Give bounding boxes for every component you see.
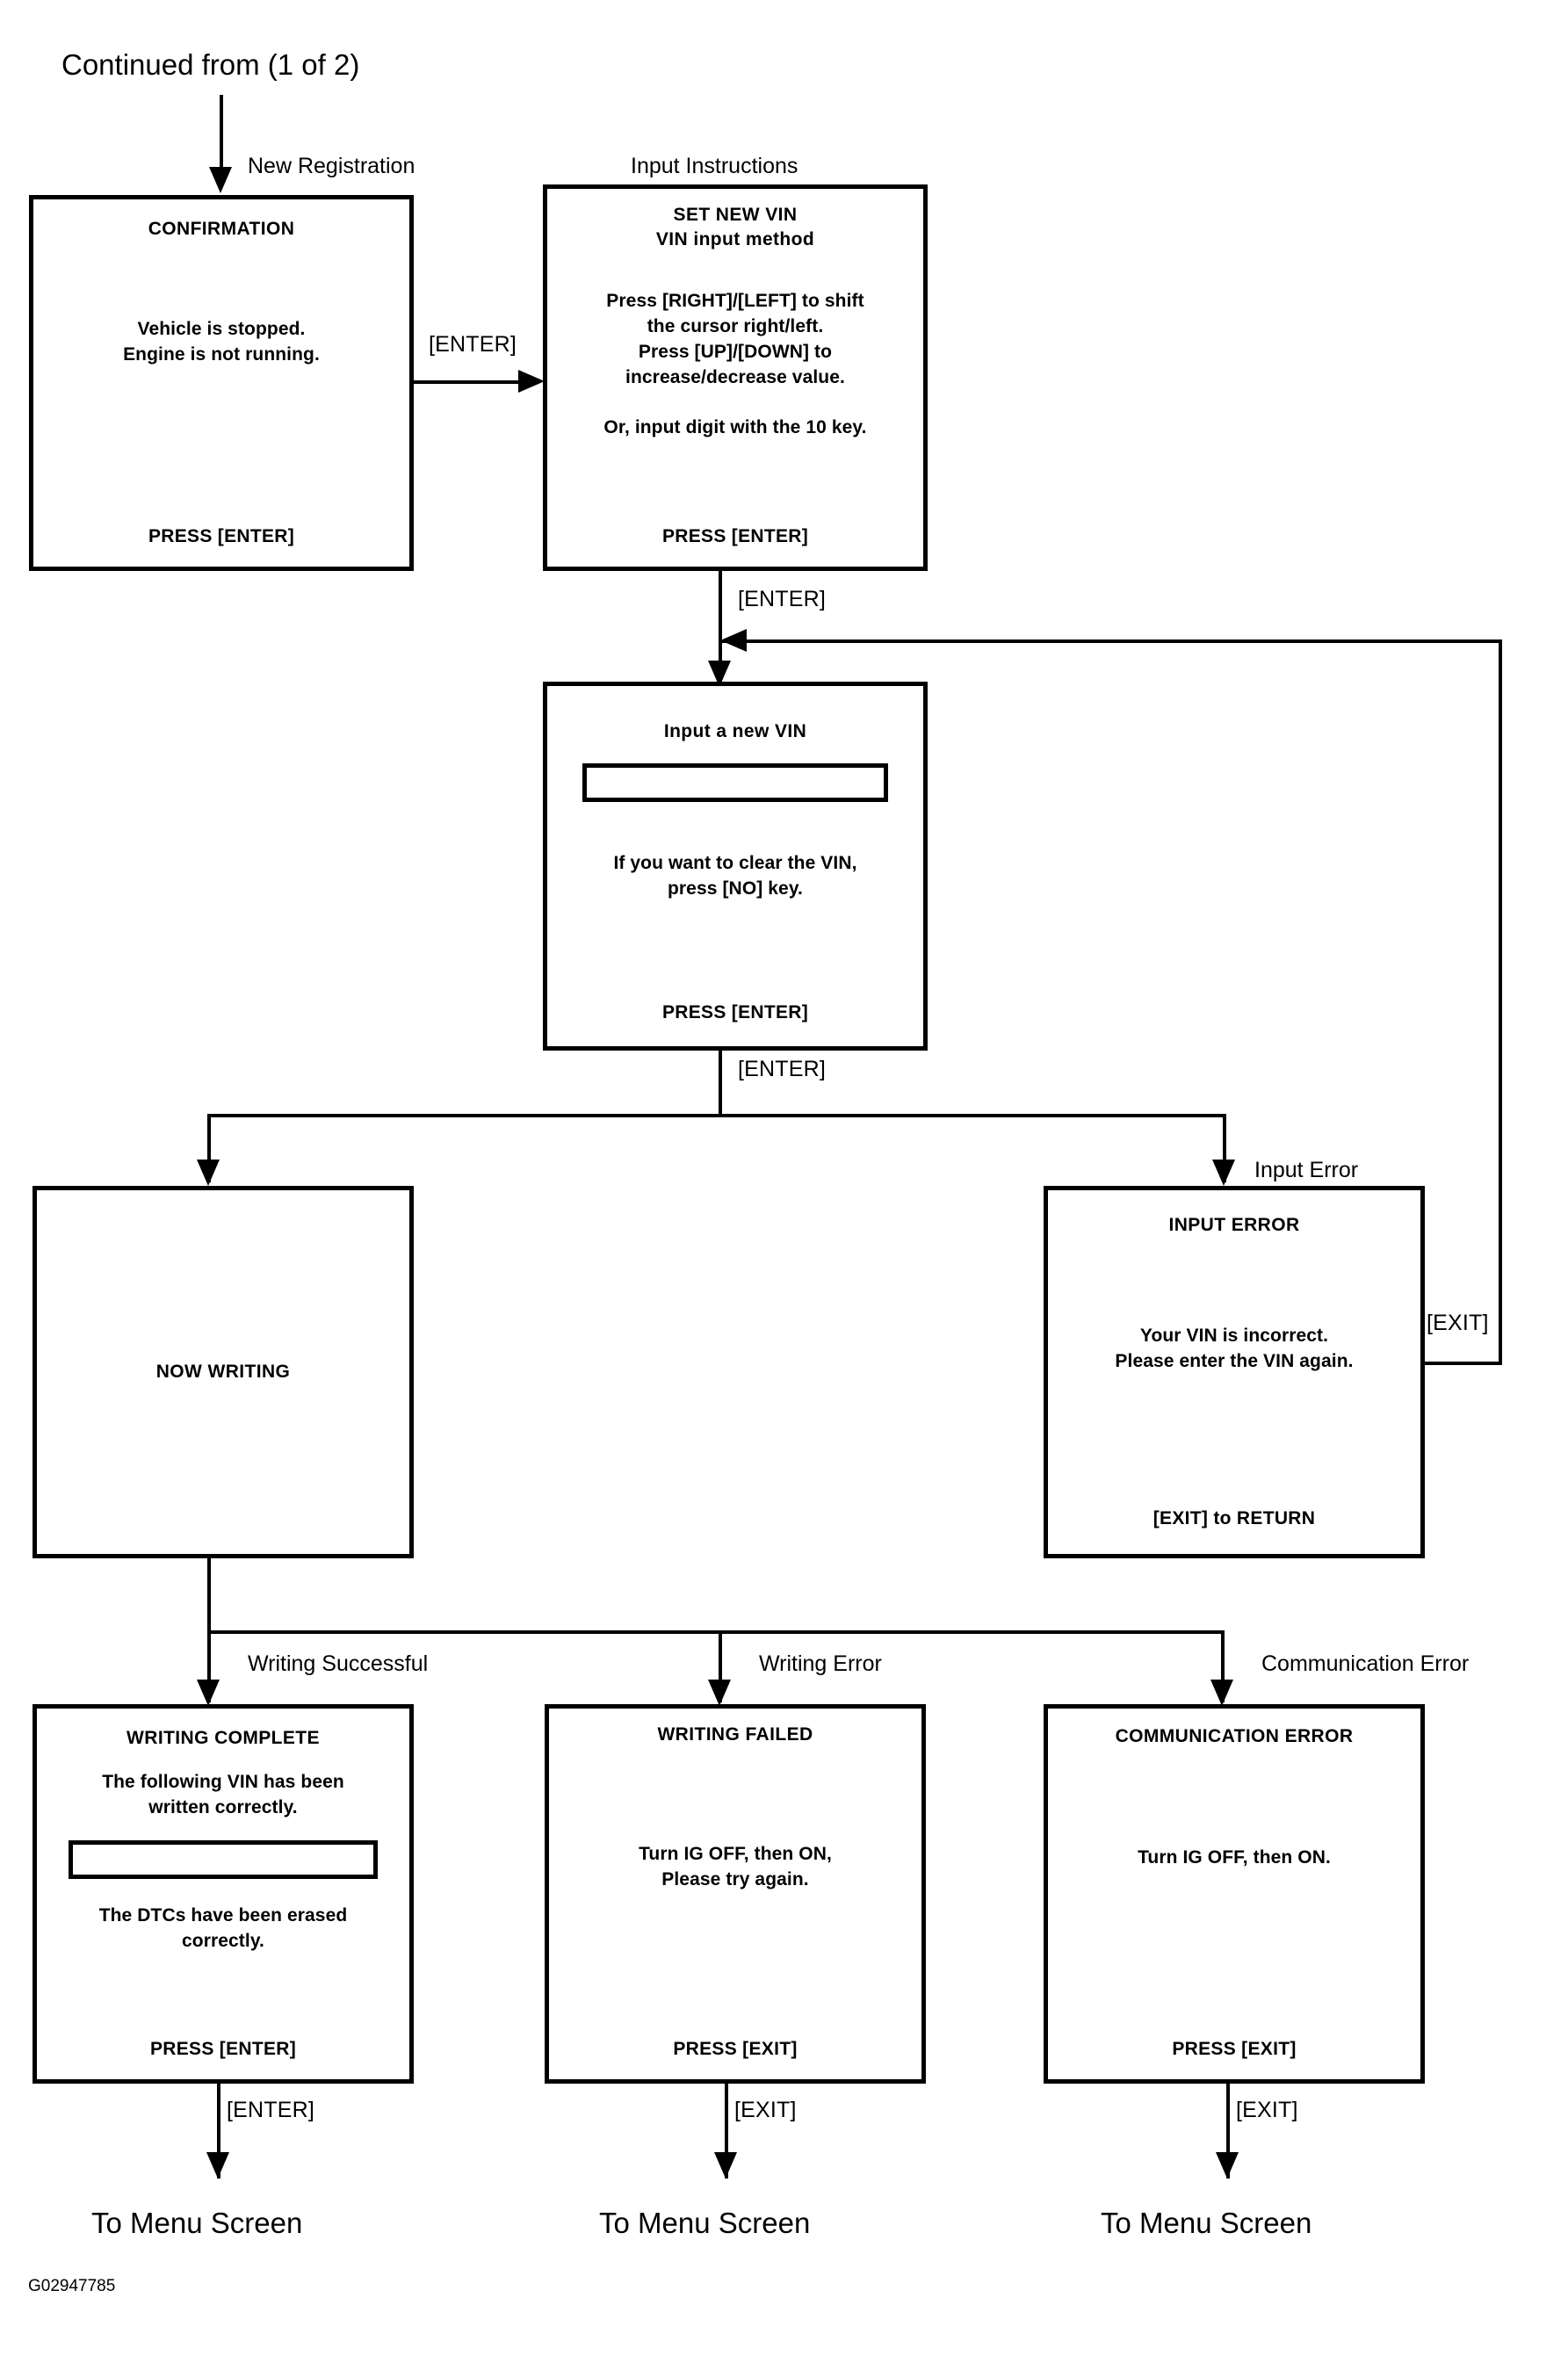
arrowhead-to-writing-failed: [708, 1680, 731, 1706]
connector-inputvin-down: [719, 1051, 722, 1117]
terminal-to-menu-screen-2: To Menu Screen: [599, 2207, 811, 2239]
writing-failed-title: WRITING FAILED: [657, 1724, 813, 1745]
arrowhead-to-communication-error: [1210, 1680, 1233, 1706]
terminal-to-menu-screen-1: To Menu Screen: [91, 2207, 303, 2239]
connector-to-writing-complete: [207, 1630, 211, 1702]
connector-now-writing-split: [207, 1630, 1223, 1634]
caption-communication-error: Communication Error: [1261, 1651, 1470, 1676]
terminal-to-menu-screen-3: To Menu Screen: [1101, 2207, 1312, 2239]
connector-continued-to-confirmation: [220, 95, 223, 172]
writing-complete-footer: PRESS [ENTER]: [149, 2039, 297, 2059]
arrowhead-writing-failed-to-menu: [714, 2152, 737, 2179]
screen-now-writing: NOW WRITING: [33, 1186, 414, 1558]
writing-complete-line-4: correctly.: [182, 1930, 264, 1951]
communication-error-footer: PRESS [EXIT]: [1172, 2039, 1297, 2059]
screen-communication-error: COMMUNICATION ERROR Turn IG OFF, then ON…: [1044, 1704, 1425, 2084]
connector-writing-failed-to-menu: [725, 2084, 728, 2179]
setvin-line-1: Press [RIGHT]/[LEFT] to shift: [606, 291, 864, 311]
now-writing-title: NOW WRITING: [155, 1362, 291, 1382]
caption-input-error: Input Error: [1254, 1158, 1359, 1182]
writing-complete-title: WRITING COMPLETE: [126, 1728, 320, 1748]
communication-error-line-1: Turn IG OFF, then ON.: [1138, 1847, 1331, 1868]
screen-input-new-vin: Input a new VIN If you want to clear the…: [543, 682, 928, 1051]
arrowhead-communication-error-to-menu: [1216, 2152, 1239, 2179]
connector-setvin-to-inputvin: [719, 571, 722, 682]
edge-label-exit-failed: [EXIT]: [734, 2098, 797, 2122]
inputvin-footer: PRESS [ENTER]: [661, 1002, 809, 1022]
connector-inputerror-return-vertical: [1499, 639, 1502, 1364]
continued-from-label: Continued from (1 of 2): [61, 48, 360, 81]
connector-inputerror-return-exit: [1405, 1362, 1502, 1365]
connector-to-input-error: [1223, 1114, 1226, 1182]
written-vin-field: [69, 1839, 378, 1879]
setvin-footer: PRESS [ENTER]: [661, 526, 809, 546]
connector-communication-error-to-menu: [1226, 2084, 1230, 2179]
edge-label-exit-comm: [EXIT]: [1236, 2098, 1298, 2122]
setvin-line-4: increase/decrease value.: [625, 366, 845, 387]
arrowhead-to-now-writing: [197, 1160, 220, 1186]
arrowhead-to-input-error: [1212, 1160, 1235, 1186]
writing-failed-line-2: Please try again.: [661, 1868, 809, 1889]
setvin-line-5: Or, input digit with the 10 key.: [603, 416, 867, 437]
inputvin-line-2: press [NO] key.: [667, 878, 803, 899]
confirmation-title: CONFIRMATION: [148, 219, 295, 239]
caption-new-registration: New Registration: [248, 154, 415, 178]
screen-writing-failed: WRITING FAILED Turn IG OFF, then ON, Ple…: [545, 1704, 926, 2084]
writing-complete-line-3: The DTCs have been erased: [98, 1904, 348, 1926]
edge-label-enter-complete: [ENTER]: [227, 2098, 315, 2122]
screen-writing-complete: WRITING COMPLETE The following VIN has b…: [33, 1704, 414, 2084]
setvin-title-2: VIN input method: [655, 229, 815, 249]
setvin-line-2: the cursor right/left.: [647, 315, 824, 336]
screen-confirmation: CONFIRMATION Vehicle is stopped. Engine …: [29, 195, 414, 571]
connector-to-now-writing: [207, 1114, 211, 1182]
connector-now-writing-down: [207, 1558, 211, 1634]
input-error-footer: [EXIT] to RETURN: [1153, 1508, 1316, 1528]
vin-input-field[interactable]: [582, 763, 888, 802]
input-error-line-2: Please enter the VIN again.: [1115, 1350, 1354, 1371]
edge-label-enter-inputvin: [ENTER]: [738, 1057, 827, 1081]
writing-complete-line-1: The following VIN has been: [102, 1772, 344, 1792]
confirmation-line-2: Engine is not running.: [123, 343, 320, 365]
inputvin-title: Input a new VIN: [663, 721, 807, 741]
caption-writing-successful: Writing Successful: [248, 1651, 429, 1676]
arrowhead-inputerror-return: [720, 629, 747, 652]
connector-to-communication-error: [1221, 1630, 1225, 1702]
edge-label-enter-confirmation: [ENTER]: [429, 332, 517, 357]
inputvin-line-1: If you want to clear the VIN,: [613, 853, 857, 873]
arrowhead-continued-to-confirmation: [209, 167, 232, 193]
connector-confirmation-to-setvin: [414, 380, 525, 384]
input-error-line-1: Your VIN is incorrect.: [1139, 1326, 1329, 1346]
caption-writing-error: Writing Error: [759, 1651, 882, 1676]
writing-failed-line-1: Turn IG OFF, then ON,: [639, 1844, 832, 1864]
confirmation-footer: PRESS [ENTER]: [148, 526, 295, 546]
screen-input-error: INPUT ERROR Your VIN is incorrect. Pleas…: [1044, 1186, 1425, 1558]
arrowhead-confirmation-to-setvin: [518, 370, 545, 393]
arrowhead-writing-complete-to-menu: [206, 2152, 229, 2179]
screen-set-new-vin: SET NEW VIN VIN input method Press [RIGH…: [543, 184, 928, 571]
communication-error-title: COMMUNICATION ERROR: [1115, 1726, 1354, 1746]
connector-inputvin-split: [207, 1114, 1226, 1117]
caption-input-instructions: Input Instructions: [631, 154, 798, 178]
confirmation-line-1: Vehicle is stopped.: [137, 319, 306, 339]
setvin-title-1: SET NEW VIN: [673, 205, 798, 225]
figure-id: G02947785: [28, 2277, 116, 2295]
connector-to-writing-failed: [719, 1630, 722, 1702]
connector-inputerror-return-horizontal: [720, 639, 1502, 643]
input-error-title: INPUT ERROR: [1168, 1215, 1300, 1235]
writing-complete-line-2: written correctly.: [148, 1796, 298, 1817]
arrowhead-to-writing-complete: [197, 1680, 220, 1706]
edge-label-enter-setvin: [ENTER]: [738, 587, 827, 611]
setvin-line-3: Press [UP]/[DOWN] to: [638, 341, 833, 362]
connector-writing-complete-to-menu: [217, 2084, 220, 2179]
writing-failed-footer: PRESS [EXIT]: [673, 2039, 798, 2059]
edge-label-exit-loop: [EXIT]: [1427, 1311, 1489, 1335]
